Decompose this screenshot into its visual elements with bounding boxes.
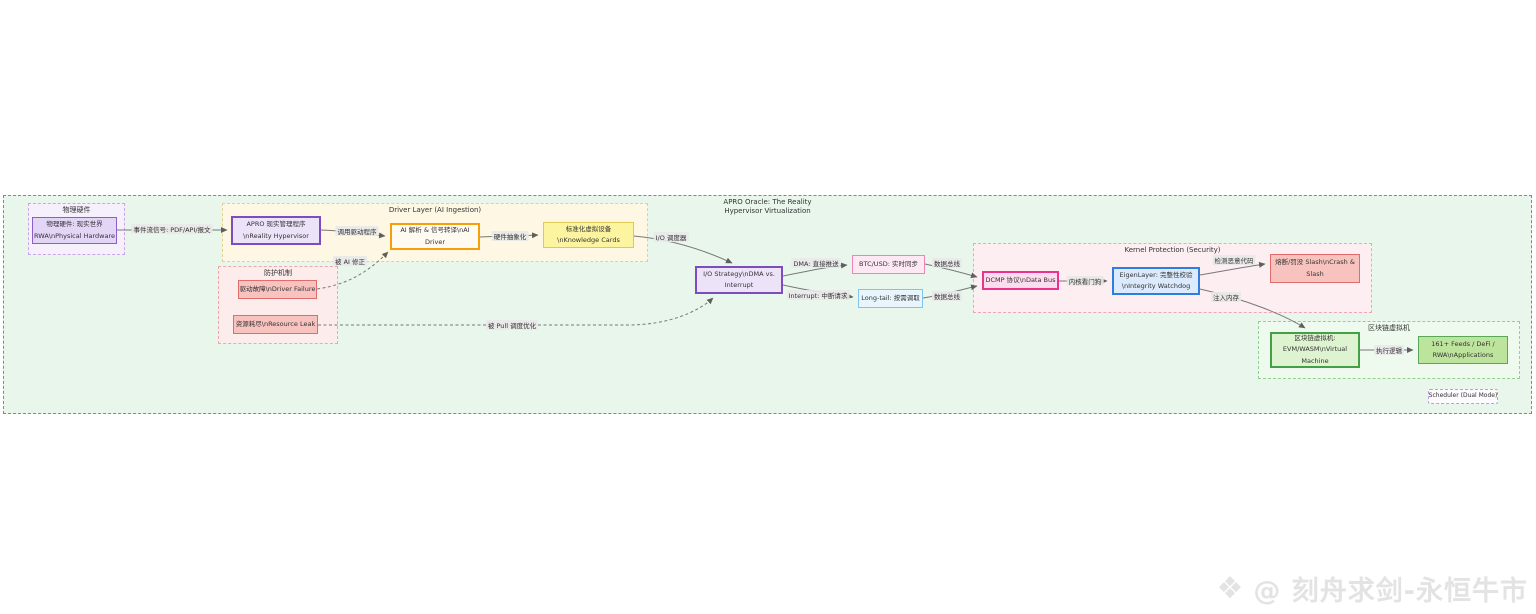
edge-label-io-scheduler: I/O 调度器 (653, 232, 689, 242)
edge-resource-to-io (318, 297, 714, 326)
edge-label-interrupt-req: Interrupt: 中断请求 (786, 290, 850, 300)
node-driver-failure: 驱动故障\nDriver Failure (238, 280, 317, 299)
node-reality-hypervisor: APRO 现实管理程序 \nReality Hypervisor (231, 216, 321, 245)
node-resource-leak: 资源耗尽\nResource Leak (233, 315, 318, 334)
node-virtual-machine: 区块链虚拟机: EVM/WASM\nVirtual Machine (1270, 332, 1360, 368)
node-scheduler: Scheduler (Dual Mode) (1428, 389, 1498, 404)
node-eigenlayer-watchdog: EigenLayer: 完整性校验 \nIntegrity Watchdog (1112, 267, 1200, 295)
edge-knowledge-to-io (633, 235, 733, 264)
subgraph-protection-title: 防护机制 (264, 269, 292, 277)
edge-label-call-driver: 调用驱动程序 (335, 226, 379, 236)
edge-eigenlayer-to-slash (1199, 261, 1266, 276)
watermark-text: @ 刻舟求剑-永恒牛市 (1253, 576, 1528, 607)
subgraph-kernel-protection-title: Kernel Protection (Security) (1124, 246, 1221, 254)
subgraph-driver-layer-title: Driver Layer (AI Ingestion) (388, 206, 482, 214)
edge-label-hw-abstraction: 硬件抽象化 (491, 231, 529, 241)
node-dcmp-data-bus: DCMP 协议\nData Bus (982, 271, 1059, 290)
edge-label-inject-memory: 注入内存 (1211, 292, 1241, 302)
node-applications: 161+ Feeds / DeFi / RWA\nApplications (1418, 336, 1508, 364)
subgraph-blockchain-vm-title: 区块链虚拟机 (1368, 324, 1410, 332)
node-io-strategy: I/O Strategy\nDMA vs. Interrupt (695, 266, 783, 294)
node-physical-hardware: 物理硬件: 现实世界 RWA\nPhysical Hardware (32, 217, 117, 244)
edge-label-data-bus-top: 数据总线 (932, 258, 962, 268)
node-btc-usd-sync: BTC/USD: 实时同步 (852, 255, 925, 274)
edge-label-data-bus-bottom: 数据总线 (932, 291, 962, 301)
edge-label-exec-logic: 执行逻辑 (1374, 345, 1404, 355)
edge-label-ai-fix: 被 AI 修正 (333, 256, 367, 266)
subgraph-apro-oracle-title: APRO Oracle: The Reality Hypervisor Virt… (723, 198, 812, 216)
node-knowledge-cards: 标准化虚拟设备 \nKnowledge Cards (543, 222, 634, 248)
edge-btc-to-dcmp (924, 263, 978, 279)
node-ai-driver: AI 解析 & 信号转译\nAI Driver (390, 223, 480, 250)
subgraph-physical-hardware-title: 物理硬件 (62, 206, 91, 214)
diamond-logo-icon: ❖ (1216, 571, 1245, 606)
edge-label-dma-push: DMA: 直接推送 (791, 258, 841, 268)
edge-label-detect-malware: 检测恶意代码 (1212, 255, 1256, 265)
edge-io-to-btc (782, 262, 848, 277)
edge-label-kernel-watchdog: 内核看门狗 (1066, 276, 1104, 286)
edge-label-pull-opt: 被 Pull 调度优化 (485, 320, 539, 330)
edge-failure-to-driver (316, 251, 389, 290)
node-long-tail: Long-tail: 按需调取 (858, 289, 923, 308)
watermark: ❖ @ 刻舟求剑-永恒牛市 (1216, 569, 1528, 608)
edge-label-signal: 事件流信号: PDF/API/报文 (131, 224, 213, 234)
node-crash-slash: 熔断/罚没 Slash\nCrash & Slash (1270, 254, 1360, 283)
